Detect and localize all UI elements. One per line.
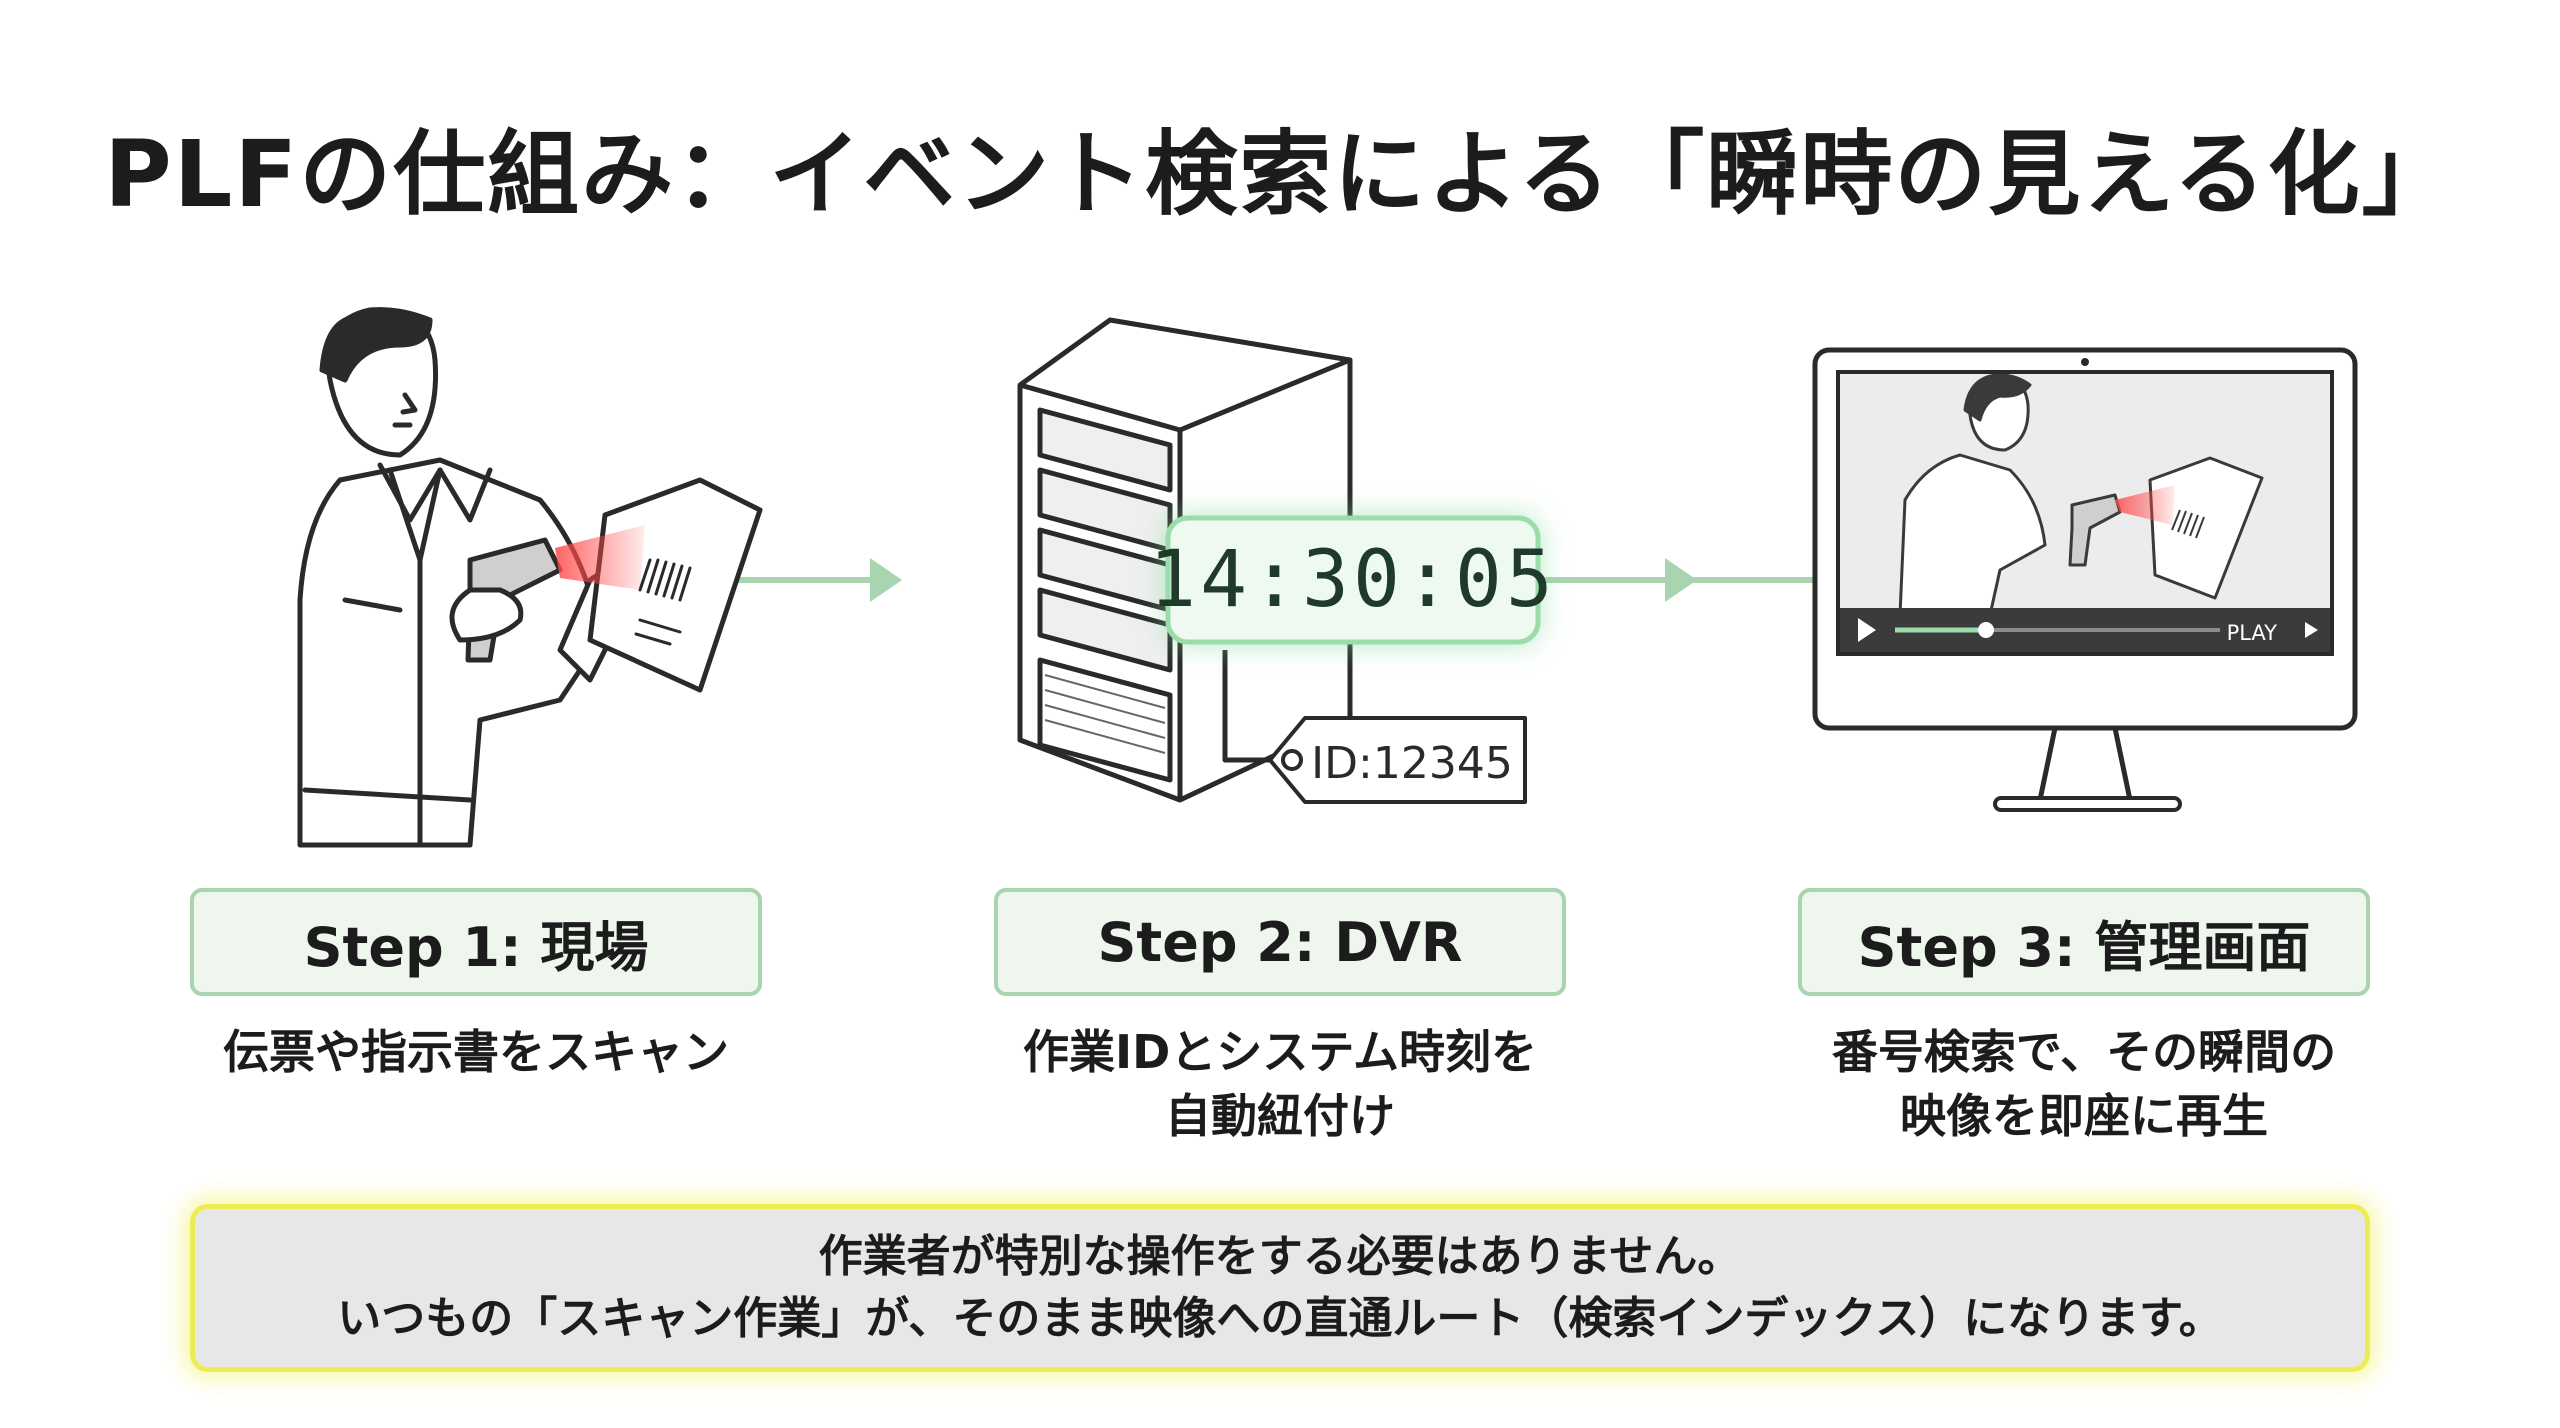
tag-hole-icon xyxy=(1281,749,1303,771)
id-tag: ID:12345 xyxy=(1268,716,1527,804)
worker-scanning-illustration xyxy=(297,307,763,848)
page-title: PLFの仕組み：イベント検索による「瞬時の見える化」 xyxy=(104,121,2456,228)
monitor-illustration: PLAY xyxy=(1812,347,2358,812)
webcam-icon xyxy=(2081,358,2089,366)
step-1-label: Step 1: 現場 xyxy=(190,888,762,996)
time-display-panel xyxy=(1165,515,1541,645)
note-line-1: 作業者が特別な操作をする必要はありません。 xyxy=(818,1231,1742,1282)
note-line-2: いつもの「スキャン作業」が、そのまま映像への直通ルート（検索インデックス）になり… xyxy=(337,1293,2223,1344)
step-3-description: 番号検索で、その瞬間の 映像を即座に再生 xyxy=(1831,1025,2337,1143)
summary-note: 作業者が特別な操作をする必要はありません。 いつもの「スキャン作業」が、そのまま… xyxy=(190,1204,2370,1372)
step-1-description: 伝票や指示書をスキャン xyxy=(223,1025,729,1079)
step-2-description: 作業IDとシステム時刻を 自動紐付け xyxy=(1023,1025,1537,1143)
scanner-beam xyxy=(555,525,645,590)
flow-connector-1 xyxy=(720,558,902,602)
play-arrow-icon[interactable] xyxy=(2305,622,2318,638)
playback-thumb[interactable] xyxy=(1978,622,1994,638)
screen-scanner-beam xyxy=(2115,485,2175,525)
play-icon[interactable] xyxy=(1858,618,1876,642)
tag-id-text: ID:12345 xyxy=(1311,738,1513,789)
step-3-label: Step 3: 管理画面 xyxy=(1798,888,2370,996)
step-2-label: Step 2: DVR xyxy=(994,888,1566,996)
play-label[interactable]: PLAY xyxy=(2227,621,2278,645)
flow-connector-2 xyxy=(1540,558,1815,602)
time-display-text: 14:30:05 xyxy=(1149,535,1557,625)
